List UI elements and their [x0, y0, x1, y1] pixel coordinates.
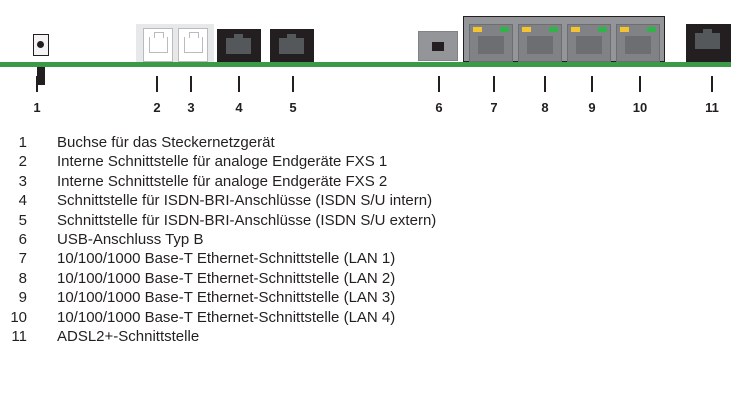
legend-label: 10/100/1000 Base-T Ethernet-Schnittstell…	[57, 289, 396, 307]
power-socket-icon	[33, 34, 49, 56]
callout-tick-4	[238, 76, 240, 92]
callout-number-2: 2	[153, 100, 161, 115]
callout-number-6: 6	[435, 100, 443, 115]
fxs-port-2-icon	[178, 28, 208, 62]
callout-number-11: 11	[705, 100, 719, 115]
legend-label: ADSL2+-Schnittstelle	[57, 327, 200, 345]
legend-label: Buchse für das Steckernetzgerät	[57, 134, 275, 151]
power-socket-base	[37, 67, 45, 85]
callout-number-4: 4	[235, 100, 243, 115]
lan-port-4-icon	[616, 24, 660, 62]
usb-b-port-icon	[418, 31, 458, 61]
legend-label: Interne Schnittstelle für analoge Endger…	[57, 153, 388, 171]
callout-number-1: 1	[33, 100, 41, 115]
legend-label: Schnittstelle für ISDN-BRI-Anschlüsse (I…	[57, 192, 433, 210]
adsl-port-icon	[686, 24, 731, 62]
legend-number: 9	[18, 289, 27, 307]
legend-label: 10/100/1000 Base-T Ethernet-Schnittstell…	[57, 308, 396, 326]
callout-tick-5	[292, 76, 294, 92]
callout-tick-7	[493, 76, 495, 92]
legend-label: USB-Anschluss Typ B	[57, 230, 204, 248]
legend-number: 11	[11, 327, 27, 345]
legend-label: 10/100/1000 Base-T Ethernet-Schnittstell…	[57, 250, 396, 268]
callout-tick-3	[190, 76, 192, 92]
legend-number: 2	[18, 153, 27, 171]
legend-number: 5	[18, 211, 27, 229]
callout-tick-6	[438, 76, 440, 92]
legend-number: 10	[10, 308, 27, 326]
isdn-external-port-icon	[270, 29, 314, 62]
circuit-board-strip	[0, 62, 731, 67]
legend-label: Schnittstelle für ISDN-BRI-Anschlüsse (I…	[57, 211, 437, 229]
legend-number: 7	[18, 250, 27, 268]
lan-port-2-icon	[518, 24, 562, 62]
callout-number-3: 3	[187, 100, 195, 115]
lan-port-3-icon	[567, 24, 611, 62]
legend-label: Interne Schnittstelle für analoge Endger…	[57, 172, 388, 190]
callout-number-7: 7	[490, 100, 498, 115]
isdn-internal-port-icon	[217, 29, 261, 62]
legend-number: 3	[18, 172, 27, 190]
legend-number: 1	[18, 134, 27, 151]
callout-tick-11	[711, 76, 713, 92]
callout-tick-1	[36, 76, 38, 92]
callout-tick-9	[591, 76, 593, 92]
legend-number: 4	[18, 192, 27, 210]
callout-number-5: 5	[289, 100, 297, 115]
callout-tick-2	[156, 76, 158, 92]
rear-panel-diagram: 1 2 3 4 5 6 7 8 9 10 11	[0, 0, 731, 115]
legend-number: 6	[18, 230, 27, 248]
legend-label: 10/100/1000 Base-T Ethernet-Schnittstell…	[57, 269, 396, 287]
callout-number-9: 9	[588, 100, 596, 115]
callout-tick-8	[544, 76, 546, 92]
lan-port-1-icon	[469, 24, 513, 62]
fxs-port-1-icon	[143, 28, 173, 62]
callout-number-10: 10	[632, 100, 648, 115]
callout-number-8: 8	[541, 100, 549, 115]
callout-tick-10	[639, 76, 641, 92]
legend-number: 8	[18, 269, 27, 287]
